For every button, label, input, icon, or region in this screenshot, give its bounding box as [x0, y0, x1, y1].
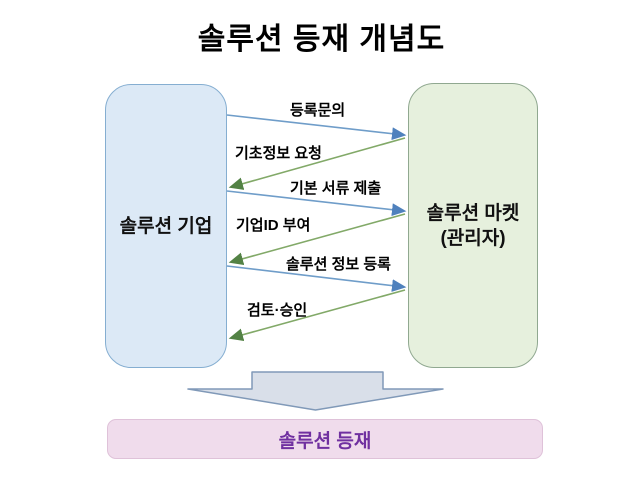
message-arrow-1 [226, 114, 407, 141]
result-box: 솔루션 등재 [107, 419, 543, 459]
actor-label-line1: 솔루션 마켓 [426, 202, 520, 224]
message-arrow-4 [228, 213, 406, 265]
message-arrow-2 [228, 137, 406, 190]
message-label-2: 기초정보 요청 [235, 145, 322, 162]
actor-box-solution-company: 솔루션 기업 [105, 84, 227, 368]
message-label-1: 등록문의 [290, 102, 346, 119]
actor-label-line2: (관리자) [440, 227, 506, 249]
message-label-3: 기본 서류 제출 [290, 180, 382, 197]
message-arrow-6 [228, 289, 406, 341]
actor-label-solution-market: 솔루션 마켓 (관리자) [427, 201, 520, 251]
page-title: 솔루션 등재 개념도 [197, 23, 446, 56]
message-label-4: 기업ID 부여 [236, 217, 311, 234]
message-arrow-5 [226, 265, 407, 292]
message-label-6: 검토·승인 [247, 302, 308, 319]
down-block-arrow [187, 371, 444, 411]
result-label: 솔루션 등재 [278, 430, 372, 452]
actor-box-solution-market: 솔루션 마켓 (관리자) [408, 83, 538, 368]
message-label-5: 솔루션 정보 등록 [286, 256, 391, 273]
message-arrow-3 [226, 190, 407, 217]
actor-label-solution-company: 솔루션 기업 [119, 215, 213, 237]
